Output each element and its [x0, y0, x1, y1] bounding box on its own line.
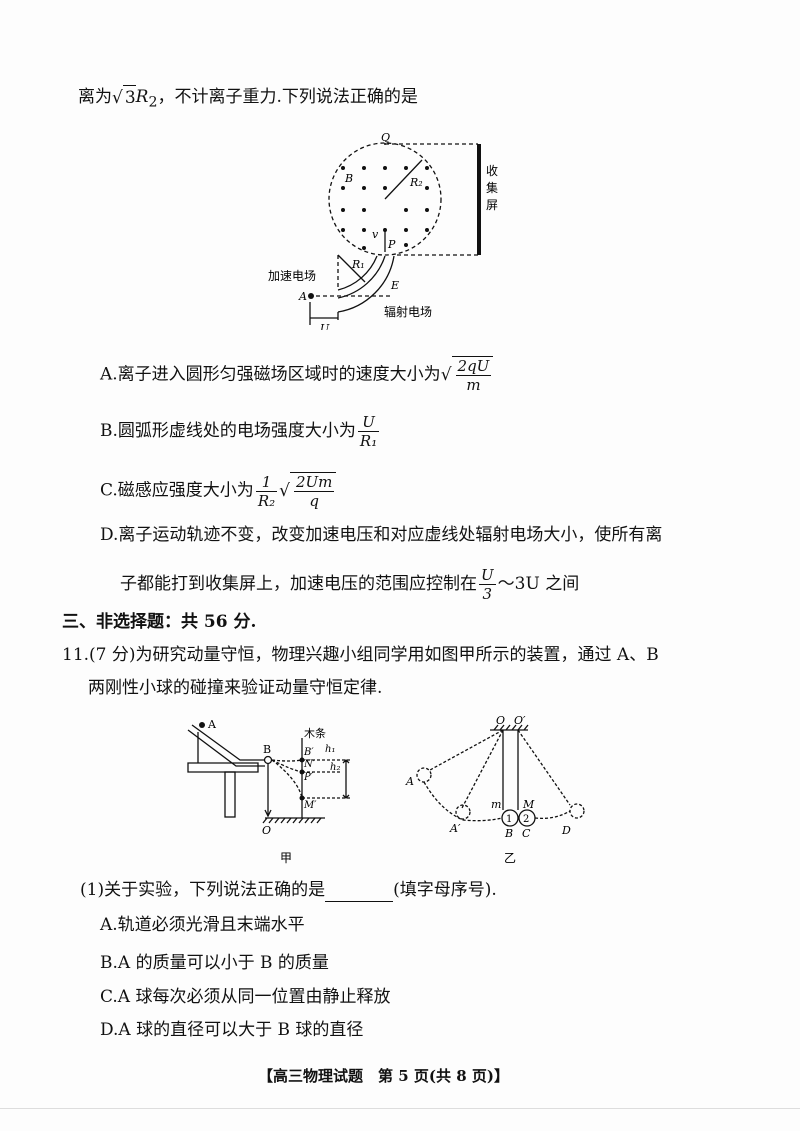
- frac-den: R₁: [359, 432, 378, 450]
- label-d: D: [561, 824, 571, 837]
- q11-line1: 11.(7 分)为研究动量守恒，物理兴趣小组同学用如图甲所示的装置，通过 A、B: [62, 645, 659, 665]
- section-title: 三、非选择题：共 56 分.: [62, 612, 257, 632]
- figure-jia: A B 木条 B′ N′ P′ M′ h₁ h₂ h₃ O 甲: [187, 718, 350, 865]
- option-d: D.离子运动轨迹不变，改变加速电压和对应虚线处辐射电场大小，使所有离: [100, 525, 663, 545]
- frac-num: 1: [255, 473, 278, 492]
- label-b: B: [344, 172, 353, 185]
- label-h1: h₁: [325, 744, 335, 755]
- label-wood: 木条: [304, 726, 326, 740]
- sqrt-3: √3: [112, 85, 136, 110]
- option-d-text2a: 子都能打到收集屏上，加速电压的范围应控制在: [120, 574, 477, 594]
- caption-jia: 甲: [280, 851, 292, 865]
- r-sub: 2: [148, 94, 158, 111]
- label-ball-2: 2: [523, 814, 529, 825]
- page-edge: [0, 1108, 800, 1109]
- label-a: A: [405, 775, 414, 788]
- label-ap: A′: [449, 822, 461, 835]
- label-screen-1: 收: [486, 164, 498, 178]
- frac-den: q: [309, 492, 319, 510]
- option-b-text: B.圆弧形虚线处的电场强度大小为: [100, 421, 356, 441]
- label-u: U: [320, 322, 330, 330]
- r-var: R: [135, 87, 149, 107]
- label-r1: R₁: [351, 258, 365, 271]
- field-dots: [308, 143, 429, 299]
- page-footer: 【高三物理试题 第 5 页(共 8 页)】: [258, 1067, 509, 1085]
- q11-option-d: D.A 球的直径可以大于 B 球的直径: [100, 1020, 364, 1040]
- label-v: v: [372, 228, 379, 241]
- label-pp: P′: [303, 772, 314, 783]
- label-ball-1: 1: [506, 814, 512, 825]
- label-p: P: [387, 238, 396, 251]
- intro-line: 离为√3R2，不计离子重力.下列说法正确的是: [78, 85, 418, 114]
- label-bp: B′: [303, 747, 314, 758]
- label-a: A: [207, 718, 217, 731]
- label-m: m: [491, 798, 501, 811]
- q11-option-b: B.A 的质量可以小于 B 的质量: [100, 953, 329, 973]
- caption-yi: 乙: [504, 851, 516, 865]
- label-mp: M′: [303, 800, 317, 811]
- sub1-suffix: (填字母序号).: [393, 880, 497, 900]
- answer-blank[interactable]: [325, 883, 394, 902]
- intro-suffix: ，不计离子重力.下列说法正确的是: [157, 87, 418, 107]
- label-o: O: [262, 824, 271, 837]
- frac-num: 2qU: [455, 357, 492, 376]
- label-h2: h₂: [330, 762, 340, 773]
- label-o: O: [496, 714, 505, 727]
- intro-prefix: 离为: [78, 87, 112, 107]
- q11-option-c: C.A 球每次必须从同一位置由静止释放: [100, 987, 391, 1007]
- sub-question-1: (1)关于实验，下列说法正确的是 (填字母序号).: [80, 878, 497, 902]
- label-c: C: [522, 827, 531, 840]
- label-big-m: M: [522, 798, 535, 811]
- label-r2: R₂: [409, 176, 423, 189]
- figure-magnetic-field: Q B R₂ v P R₁ E A U 加速电场 辐射电场 收 集 屏: [268, 131, 498, 330]
- frac-num: U: [357, 413, 380, 432]
- label-screen-2: 集: [486, 180, 498, 195]
- option-a-text: A.离子进入圆形匀强磁场区域时的速度大小为: [100, 364, 441, 385]
- frac-num: 2Um: [293, 473, 335, 492]
- label-e: E: [390, 279, 399, 292]
- label-np: N′: [303, 759, 316, 770]
- frac-den: 3: [482, 585, 493, 603]
- figure-yi: O O′ A A′ m M 1 2 B C D 乙: [405, 714, 585, 865]
- label-op: O′: [514, 714, 526, 727]
- label-accel-field: 加速电场: [268, 269, 316, 283]
- label-radial-field: 辐射电场: [384, 304, 432, 319]
- option-c-text: C.磁感应强度大小为: [100, 480, 254, 501]
- label-b: B: [263, 743, 271, 756]
- frac-den: m: [466, 376, 481, 394]
- sub1-prefix: (1)关于实验，下列说法正确的是: [80, 880, 326, 900]
- frac-den: R₂: [257, 491, 276, 510]
- label-q: Q: [381, 131, 390, 144]
- label-a: A: [298, 290, 307, 303]
- radicand: 3: [122, 85, 136, 110]
- frac-num: U: [479, 566, 496, 585]
- label-b: B: [504, 827, 513, 840]
- label-screen-3: 屏: [486, 198, 498, 212]
- q11-line2: 两刚性小球的碰撞来验证动量守恒定律.: [88, 678, 383, 698]
- q11-option-a: A.轨道必须光滑且末端水平: [100, 915, 305, 935]
- option-d-text2b: ～3U 之间: [497, 574, 580, 594]
